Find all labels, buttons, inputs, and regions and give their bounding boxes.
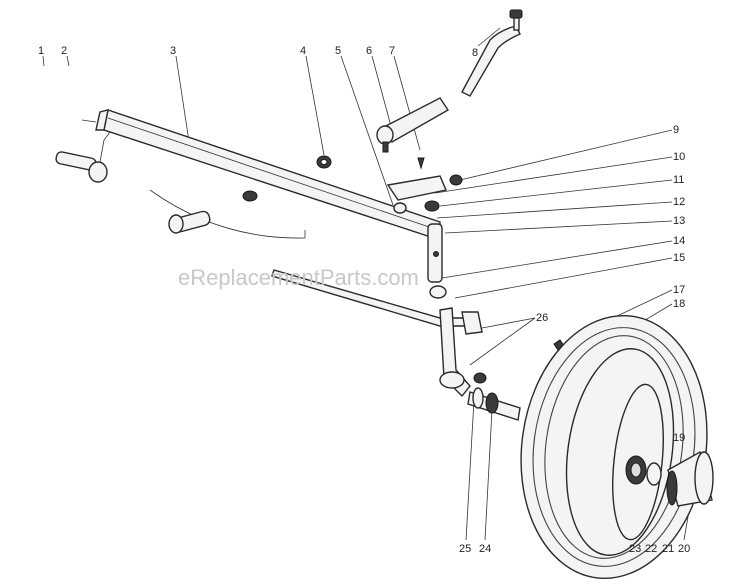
label-14: 14 [673,235,685,247]
label-23: 23 [629,543,641,555]
label-26: 26 [536,312,548,324]
steering-arm [386,174,463,214]
label-19: 19 [673,432,685,444]
label-17: 17 [673,284,685,296]
label-3: 3 [170,45,176,57]
label-5: 5 [335,45,341,57]
leader-lines [42,27,691,541]
label-18: 18 [673,298,685,310]
label-24: 24 [479,543,491,555]
label-4: 4 [300,45,306,57]
label-22: 22 [645,543,657,555]
label-12: 12 [673,196,685,208]
label-6: 6 [366,45,372,57]
label-7: 7 [389,45,395,57]
tie-rod-end [376,97,449,170]
label-11: 11 [673,174,684,186]
label-10: 10 [673,151,685,163]
part-labels: 1 2 3 4 5 6 7 8 9 10 11 12 13 14 15 17 1… [38,45,690,555]
label-15: 15 [673,252,685,264]
label-21: 21 [662,543,674,555]
kingpin [427,223,447,299]
pivot-parts [55,119,211,234]
label-8: 8 [472,47,478,59]
label-25: 25 [459,543,471,555]
label-20: 20 [678,543,690,555]
label-1: 1 [38,45,44,57]
hub-cap [666,450,714,507]
drag-link [461,9,523,97]
label-9: 9 [673,124,679,136]
watermark: eReplacementParts.com [178,265,419,290]
label-2: 2 [61,45,67,57]
nut-4 [316,155,332,169]
wheel [520,314,708,580]
label-13: 13 [673,215,685,227]
